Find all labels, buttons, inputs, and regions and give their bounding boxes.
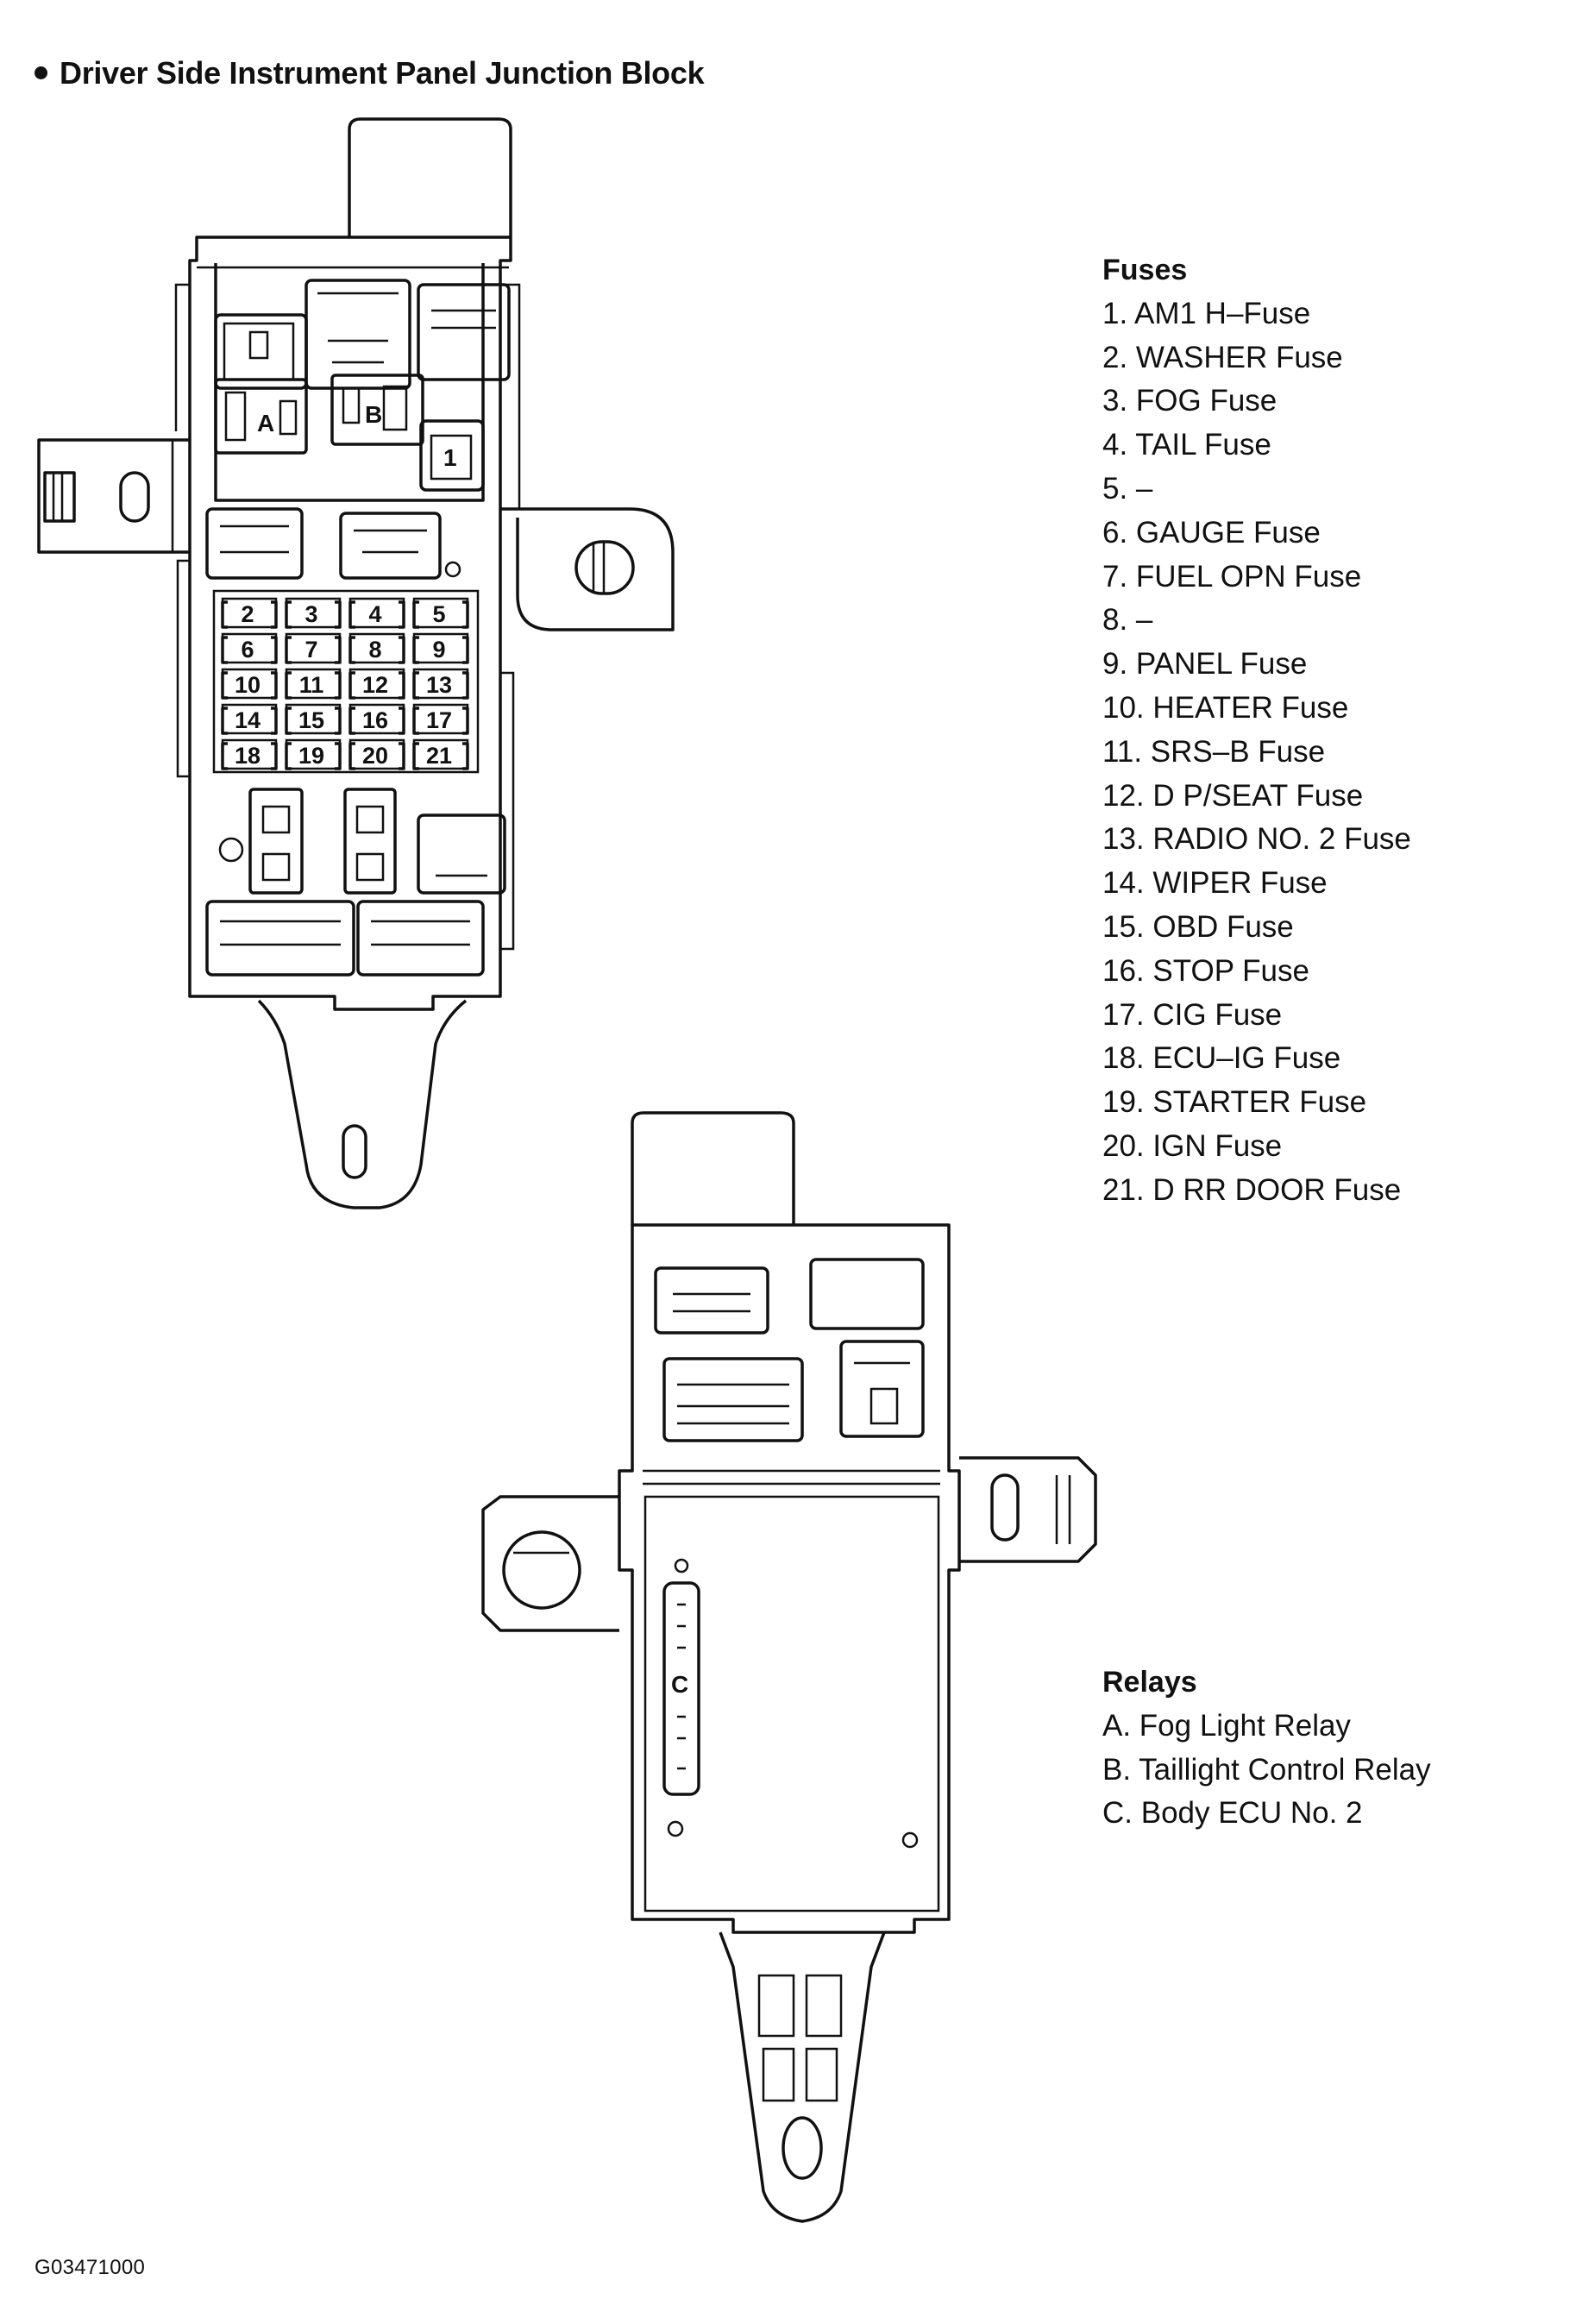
fuse-slot-label: 13 [426, 672, 452, 698]
fuse-legend-item: 16. STOP Fuse [1102, 953, 1309, 988]
fuse-slot-label: 16 [362, 707, 388, 733]
relay-b-label: B [365, 401, 382, 428]
fuse-slot-bracket [285, 742, 342, 770]
relay-legend-item: B. Taillight Control Relay [1102, 1752, 1431, 1787]
fuse-slot-bracket [221, 636, 278, 664]
fuse-slot-bracket [348, 671, 405, 700]
fuse-slot-bracket [348, 600, 405, 629]
relay-legend-item: A. Fog Light Relay [1102, 1708, 1351, 1743]
fuse-legend-heading: Fuses [1102, 254, 1188, 286]
fuse-slot-label: 7 [304, 637, 317, 663]
fuse-legend-item: 20. IGN Fuse [1102, 1128, 1283, 1163]
fuse-legend-item: 7. FUEL OPN Fuse [1102, 559, 1362, 594]
fuse-slot-label: 4 [368, 601, 381, 627]
relay-a-label: A [257, 410, 274, 437]
junction-block-front-view: A B 1 2 3 4 5 6 7 8 9 10 11 12 13 14 15 16 17 18 19 20 21 [37, 117, 675, 1209]
fuse-legend-item: 10. HEATER Fuse [1102, 690, 1349, 725]
fuse-slot-bracket [412, 707, 469, 735]
fuse-slot-bracket [221, 600, 278, 629]
relay-legend-heading: Relays [1102, 1666, 1197, 1699]
fuse-slot-label: 18 [235, 743, 261, 769]
fuse-legend-item: 19. STARTER Fuse [1102, 1085, 1367, 1120]
title-text: Driver Side Instrument Panel Junction Bl… [60, 55, 705, 91]
relay-legend-item: C. Body ECU No. 2 [1102, 1796, 1363, 1831]
relay-list: A. Fog Light Relay B. Taillight Control R… [1102, 1705, 1431, 1836]
fuse-slot-label: 6 [241, 637, 254, 663]
fuse-slot-label: 8 [368, 637, 381, 663]
fuse-slot-label: 3 [304, 601, 317, 627]
fuse-slot-bracket [412, 742, 469, 770]
page-title: Driver Side Instrument Panel Junction Bl… [35, 55, 705, 91]
fuse-slot-label: 15 [298, 707, 324, 733]
fuse-legend-item: 13. RADIO NO. 2 Fuse [1102, 822, 1411, 857]
fuse-slot-label: 2 [241, 601, 254, 627]
fuse-slot-bracket [348, 636, 405, 664]
fuse-legend-item: 15. OBD Fuse [1102, 909, 1294, 944]
fuse-legend-item: 11. SRS–B Fuse [1102, 734, 1326, 769]
fuse-slot-label: 21 [426, 743, 452, 769]
fuse-slot-label: 14 [235, 707, 261, 733]
ecu-c-label: C [671, 1671, 688, 1698]
fuse-slot-label: 17 [426, 707, 452, 733]
fuse-grid: 2 3 4 5 6 7 8 9 10 11 12 13 14 15 16 17 18 19 20 21 [221, 597, 469, 770]
fuse-legend-item: 6. GAUGE Fuse [1102, 515, 1321, 550]
fuse-legend-item: 12. D P/SEAT Fuse [1102, 778, 1364, 813]
fuse-legend-item: 9. PANEL Fuse [1102, 647, 1308, 681]
fuse-legend-item: 1. AM1 H–Fuse [1102, 296, 1311, 330]
fuse-slot-bracket [412, 636, 469, 664]
fuse-1-label: 1 [443, 444, 457, 471]
figure-id: G03471000 [35, 2256, 146, 2279]
fuse-legend-item: 4. TAIL Fuse [1102, 428, 1271, 462]
fuse-slot-label: 10 [235, 672, 261, 698]
fuse-slot-bracket [412, 600, 469, 629]
junction-block-back-view: C [481, 1111, 1097, 2223]
fuse-slot-bracket [285, 636, 342, 664]
bullet-icon [35, 66, 47, 79]
fuse-legend-item: 5. – [1102, 471, 1153, 506]
relay-legend: Relays A. Fog Light Relay B. Taillight Co… [1102, 1661, 1431, 1836]
fuse-slot-bracket [221, 742, 278, 770]
fuse-slot-bracket [285, 600, 342, 629]
fuse-legend-item: 3. FOG Fuse [1102, 384, 1278, 418]
fuse-slot-bracket [348, 707, 405, 735]
fuse-legend: Fuses 1. AM1 H–Fuse 2. WASHER Fuse 3. FOG … [1102, 248, 1411, 1213]
fuse-legend-item: 17. CIG Fuse [1102, 997, 1283, 1032]
fuse-slot-bracket [348, 742, 405, 770]
fuse-slot-label: 5 [432, 601, 445, 627]
fuse-slot-label: 12 [362, 672, 388, 698]
fuse-slot-bracket [285, 707, 342, 735]
fuse-slot-label: 20 [362, 743, 388, 769]
fuse-list: 1. AM1 H–Fuse 2. WASHER Fuse 3. FOG Fuse 4.… [1102, 292, 1411, 1213]
fuse-slot-label: 11 [299, 672, 324, 698]
fuse-slot-label: 9 [432, 637, 445, 663]
fuse-slot-label: 19 [298, 743, 324, 769]
fuse-slot-bracket [285, 671, 342, 700]
fuse-legend-item: 18. ECU–IG Fuse [1102, 1041, 1341, 1076]
fuse-legend-item: 8. – [1102, 603, 1153, 638]
fuse-legend-item: 21. D RR DOOR Fuse [1102, 1172, 1402, 1207]
fuse-slot-bracket [412, 671, 469, 700]
fuse-slot-bracket [221, 671, 278, 700]
fuse-legend-item: 2. WASHER Fuse [1102, 340, 1343, 374]
fuse-legend-item: 14. WIPER Fuse [1102, 866, 1328, 901]
fuse-slot-bracket [221, 707, 278, 735]
